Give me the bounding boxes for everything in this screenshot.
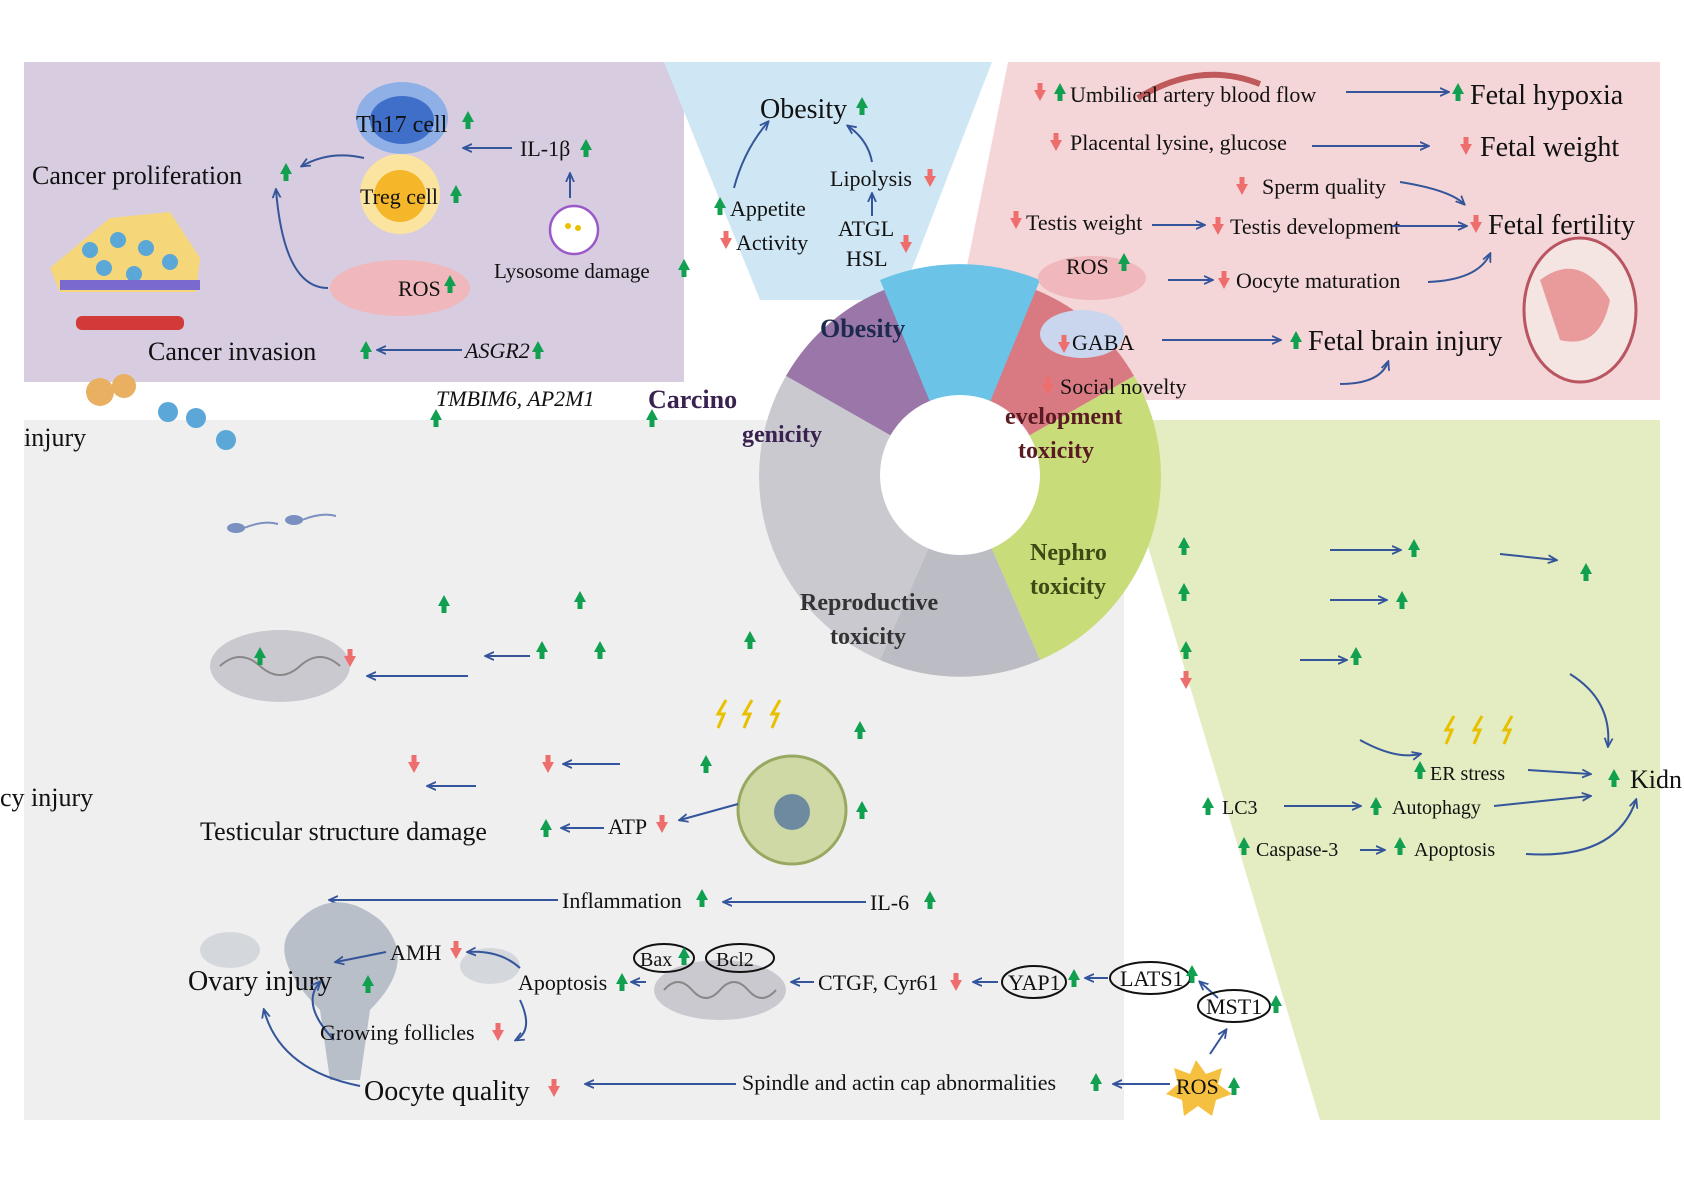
umbilical-label: Umbilical artery blood flow (1070, 82, 1316, 107)
fetal-hypoxia-label: Fetal hypoxia (1470, 80, 1624, 111)
lipolysis-label: Lipolysis (830, 166, 912, 191)
wheel-develop-label: evelopment (1005, 404, 1122, 430)
il6-label: IL-6 (870, 890, 909, 915)
wheel-center (880, 395, 1040, 555)
il1b-label: IL-1β (520, 136, 570, 161)
develop-mitochondria-icon (1038, 256, 1146, 300)
mitochondria-icon (330, 260, 470, 316)
ros-label: ROS (398, 276, 441, 301)
nephrotoxicity-panel (1110, 420, 1660, 1120)
gaba-label: GABA (1072, 330, 1134, 355)
bax-label: Bax (640, 949, 672, 971)
wheel-carcino-label-2: genicity (742, 422, 822, 448)
lats1-up-icon (1186, 965, 1198, 983)
developmental-panel (940, 62, 1660, 400)
activity-down-icon (720, 231, 732, 249)
bax-bcl2-mitochondria-icon (654, 960, 786, 1020)
tmbim-label: TMBIM6, AP2M1 (436, 386, 594, 411)
repro-apoptosis-label: Apoptosis (518, 970, 607, 995)
testis-development-label: Testis development (1230, 214, 1400, 239)
cancer-proliferation-label: Cancer proliferation (32, 161, 242, 190)
obesity-panel (664, 62, 992, 300)
testis-weight-label: Testis weight (1026, 210, 1142, 235)
lc3-up-icon (1202, 797, 1214, 815)
central-wheel (759, 264, 1161, 677)
liver-injury-label: injury (24, 423, 86, 452)
fetus-womb-icon (1522, 236, 1638, 384)
blood-vessel-icon (76, 316, 184, 330)
ctgf-label: CTGF, Cyr61 (818, 970, 938, 995)
lc3-label: LC3 (1222, 797, 1258, 819)
appetite-label: Appetite (730, 196, 806, 221)
sperm-label: Sperm quality (1262, 174, 1386, 199)
amh-label: AMH (390, 940, 441, 965)
wheel-carcino-label: Carcino (648, 385, 737, 414)
fetal-fertility-label: Fetal fertility (1488, 210, 1635, 241)
placental-label: Placental lysine, glucose (1070, 130, 1287, 155)
inflammation-label: Inflammation (562, 888, 682, 913)
yap1-label: YAP1 (1008, 970, 1061, 995)
fetal-brain-injury-label: Fetal brain injury (1308, 326, 1502, 357)
umbilical-icon (1136, 71, 1262, 101)
wheel-repro-label-2: toxicity (830, 624, 906, 650)
cells-cluster-icon (86, 374, 236, 450)
cy-injury-label: cy injury (0, 783, 93, 812)
fetal-weight-label: Fetal weight (1480, 132, 1619, 163)
th17-label: Th17 cell (356, 112, 448, 138)
mst1-up-icon (1270, 995, 1282, 1013)
yap1-oval (1001, 965, 1067, 999)
bax-oval (633, 943, 695, 973)
kidney-label: Kidn (1630, 765, 1682, 794)
er-stress-label: ER stress (1430, 763, 1505, 785)
testis-mitochondria-icon (210, 630, 350, 702)
activity-label: Activity (736, 230, 808, 255)
sperm-icon (227, 513, 337, 533)
autophagy-label: Autophagy (1392, 797, 1481, 819)
tumor-cells-icon (50, 212, 200, 292)
wheel-develop-label-2: toxicity (1018, 438, 1094, 464)
oocyte-quality-label: Oocyte quality (364, 1076, 530, 1107)
cell-icon (736, 754, 848, 866)
lysosome-icon (548, 204, 600, 256)
nephro-lightning-icon (1443, 715, 1456, 745)
wheel-obesity-label: Obesity (820, 314, 905, 343)
bcl2-oval (705, 943, 775, 973)
bcl2-label: Bcl2 (716, 949, 754, 971)
lysosome-damage-label: Lysosome damage (494, 259, 650, 283)
nephro-apoptosis-label: Apoptosis (1414, 839, 1495, 861)
wheel-bottom-sector (880, 475, 1040, 677)
social-novelty-label: Social novelty (1060, 374, 1186, 399)
develop-ros-label: ROS (1066, 254, 1109, 279)
treg-label: Treg cell (360, 184, 438, 209)
obesity-title: Obesity (760, 94, 847, 125)
wheel-nephro-label-2: toxicity (1030, 574, 1106, 600)
testicular-damage-label: Testicular structure damage (200, 817, 487, 846)
lats1-label: LATS1 (1120, 966, 1184, 991)
mst1-label: MST1 (1206, 994, 1262, 1019)
asgr2-label: ASGR2 (463, 338, 530, 363)
lightning-icon (715, 699, 728, 729)
cancer-invasion-label: Cancer invasion (148, 337, 316, 366)
hsl-label: HSL (846, 246, 888, 271)
caspase-label: Caspase-3 (1256, 839, 1338, 861)
wheel-nephro-label: Nephro (1030, 540, 1107, 566)
ros-star-icon (1166, 1060, 1232, 1116)
spindle-label: Spindle and actin cap abnormalities (742, 1070, 1056, 1095)
oocyte-maturation-label: Oocyte maturation (1236, 268, 1400, 293)
ovary-injury-label: Ovary injury (188, 966, 332, 997)
wheel-obesity-sector (880, 264, 1040, 475)
atgl-label: ATGL (838, 216, 894, 241)
atp-label: ATP (608, 814, 647, 839)
repro-ros-label: ROS (1176, 1074, 1219, 1099)
growing-follicles-label: Growing follicles (320, 1020, 475, 1045)
repro-ros-up-icon (1228, 1077, 1240, 1095)
wheel-repro-label: Reproductive (800, 590, 939, 616)
uterus-icon (200, 902, 520, 1080)
